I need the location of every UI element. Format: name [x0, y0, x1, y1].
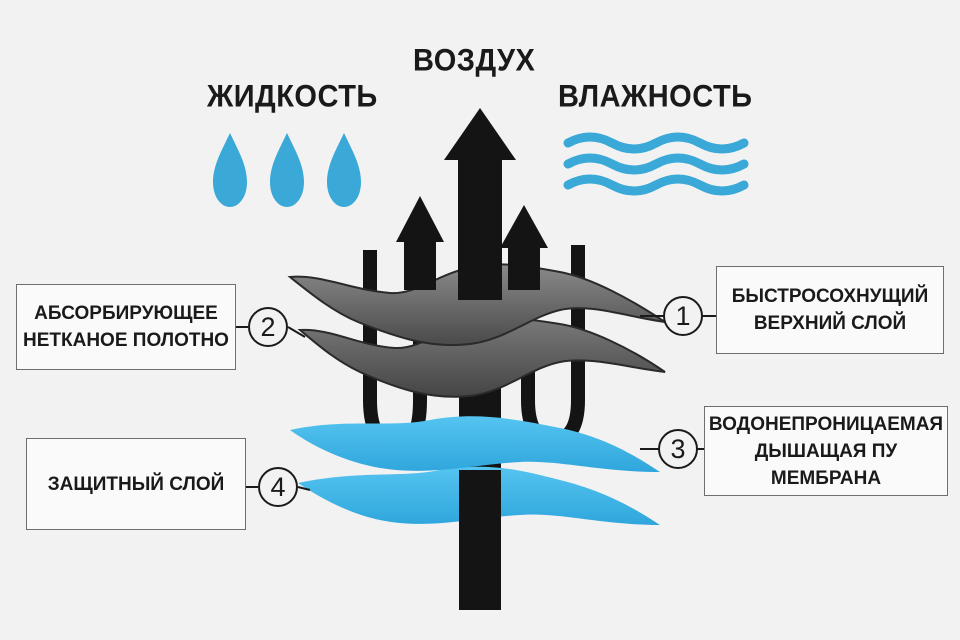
label-2-line1: АБСОРБИРУЮЩЕЕ [34, 303, 218, 324]
water-drop-icon [213, 133, 247, 207]
layer-number-4: 4 [258, 467, 298, 507]
label-3-line2: ДЫШАЩАЯ ПУ МЕМБРАНА [754, 440, 898, 489]
air-flow-stem-lower [459, 470, 501, 610]
layer-number-1: 1 [663, 296, 703, 336]
label-4-line1: ЗАЩИТНЫЙ СЛОЙ [47, 473, 225, 495]
label-3-line1: ВОДОНЕПРОНИЦАЕМАЯ [708, 413, 944, 435]
arrow-up-icon [444, 108, 516, 300]
label-box-3: ВОДОНЕПРОНИЦАЕМАЯ ДЫШАЩАЯ ПУ МЕМБРАНА [704, 406, 948, 496]
label-box-2: АБСОРБИРУЮЩЕЕ НЕТКАНОЕ ПОЛОТНО [16, 284, 236, 370]
label-box-1: БЫСТРОСОХНУЩИЙ ВЕРХНИЙ СЛОЙ [716, 266, 944, 354]
heading-liquid: ЖИДКОСТЬ [207, 79, 378, 115]
label-2-line2: НЕТКАНОЕ ПОЛОТНО [23, 330, 229, 351]
droplets-group [213, 133, 361, 207]
label-1-line2: ВЕРХНИЙ СЛОЙ [753, 313, 907, 334]
arrow-up-icon [396, 196, 444, 290]
arrow-up-icon [500, 205, 548, 290]
layer-number-2: 2 [248, 307, 288, 347]
water-drop-icon [327, 133, 361, 207]
label-1-line1: БЫСТРОСОХНУЩИЙ [731, 286, 929, 307]
water-drop-icon [270, 133, 304, 207]
membrane-layer-3 [290, 416, 660, 472]
absorbent-layer-2 [297, 316, 666, 398]
label-box-4: ЗАЩИТНЫЙ СЛОЙ [26, 438, 246, 530]
connector-lines [236, 315, 716, 491]
heading-air: ВОЗДУХ [413, 43, 536, 79]
layer-number-3: 3 [658, 429, 698, 469]
heading-moisture: ВЛАЖНОСТЬ [558, 79, 753, 115]
wave-icon [563, 132, 749, 196]
